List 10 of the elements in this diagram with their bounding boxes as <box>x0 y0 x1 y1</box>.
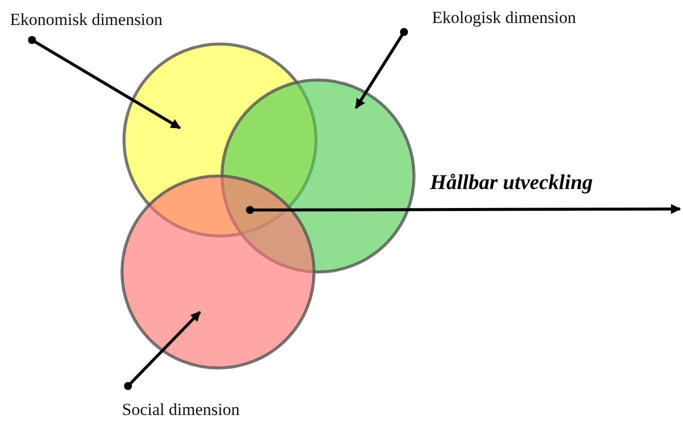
leader-line <box>28 36 181 130</box>
dimension-label: Social dimension <box>122 400 240 420</box>
venn-circle <box>120 174 316 370</box>
leader-line <box>354 28 408 109</box>
leader-line <box>124 310 202 390</box>
dimension-label: Ekonomisk dimension <box>10 10 163 30</box>
venn-circle <box>220 78 416 274</box>
dimension-label: Ekologisk dimension <box>432 8 576 28</box>
title-label: Hållbar utveckling <box>430 170 593 195</box>
leader-line <box>246 204 681 214</box>
